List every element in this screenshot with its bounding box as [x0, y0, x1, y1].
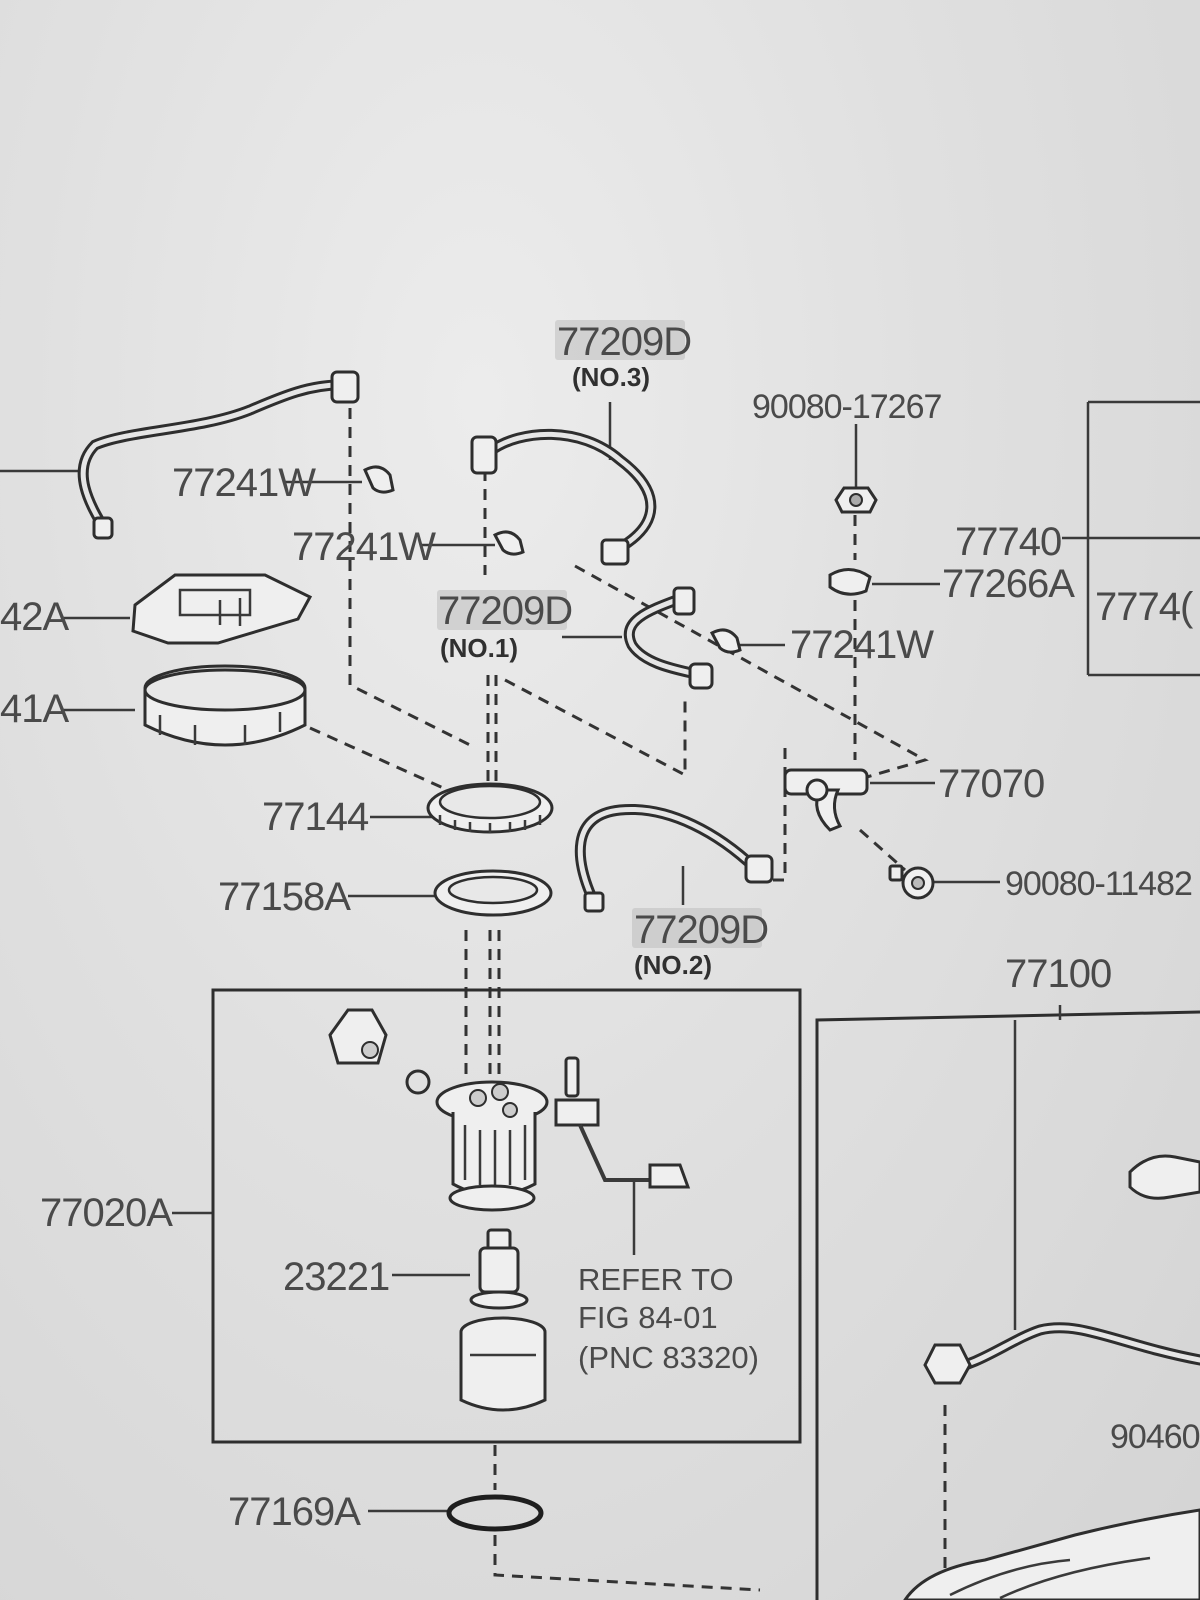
clamp-77266A — [828, 568, 872, 596]
label-77158A: 77158A — [218, 875, 351, 919]
clip-77241W-b — [492, 530, 525, 556]
fuel-pump-assembly-box — [211, 988, 802, 1444]
label-77266A: 77266A — [942, 562, 1075, 606]
label-23221: 23221 — [283, 1255, 389, 1299]
refer-to-line3: (PNC 83320) — [578, 1340, 759, 1375]
retainer-ring-77144 — [426, 782, 554, 834]
label-77241W-b: 77241W — [292, 525, 436, 569]
ring-41A — [143, 664, 307, 747]
refer-to-line2: FIG 84-01 — [578, 1300, 718, 1335]
label-42A: 42A — [0, 595, 69, 639]
label-41A: 41A — [0, 687, 69, 731]
fuel-tube-no1 — [624, 586, 714, 690]
label-77740-a: 77740 — [955, 520, 1061, 564]
grommet-90080-17267 — [834, 486, 878, 514]
label-77144: 77144 — [262, 795, 369, 839]
clip-77241W-a — [363, 465, 395, 494]
assembly-guide-lines — [0, 400, 1200, 1600]
cover-plate-42A — [131, 573, 313, 645]
tank-fitting — [1128, 1154, 1200, 1200]
gasket-77158A — [433, 869, 553, 917]
fuel-tube-no2 — [574, 803, 774, 913]
clip-77241W-c — [709, 628, 742, 654]
fuel-tank — [903, 1508, 1200, 1600]
label-no1: (NO.1) — [440, 633, 518, 663]
valve-77070 — [783, 768, 869, 832]
bolt-90080-11482 — [888, 864, 935, 900]
label-77241W-c: 77241W — [790, 623, 934, 667]
fuel-tube-no3 — [470, 428, 657, 566]
label-90080-17267: 90080-17267 — [752, 388, 942, 426]
fuel-filter — [459, 1316, 547, 1412]
fuel-tank-assembly-box — [815, 1010, 1200, 1600]
label-77020A: 77020A — [40, 1191, 173, 1235]
label-77100: 77100 — [1005, 952, 1111, 996]
fuel-tube-left — [77, 370, 360, 540]
label-no3: (NO.3) — [572, 362, 650, 392]
label-77070: 77070 — [938, 762, 1044, 806]
label-77241W-a: 77241W — [172, 461, 316, 505]
label-77209D-no3: 77209D — [557, 320, 691, 364]
gasket-77169A — [446, 1494, 544, 1532]
label-no2: (NO.2) — [634, 950, 712, 980]
label-90460: 90460- — [1110, 1418, 1200, 1456]
fuel-pump-module — [328, 1008, 549, 1212]
refer-to-line1: REFER TO — [578, 1262, 734, 1297]
label-77169A: 77169A — [228, 1490, 361, 1534]
fuel-pump-23221 — [469, 1228, 529, 1310]
label-77209D-no2: 77209D — [634, 908, 768, 952]
label-77740-b: 7774( — [1095, 585, 1194, 629]
label-90080-11482: 90080-11482 — [1005, 865, 1192, 903]
label-77209D-no1: 77209D — [438, 589, 572, 633]
tank-vent-tube — [923, 1322, 1200, 1385]
fuel-level-sender — [554, 1056, 691, 1189]
